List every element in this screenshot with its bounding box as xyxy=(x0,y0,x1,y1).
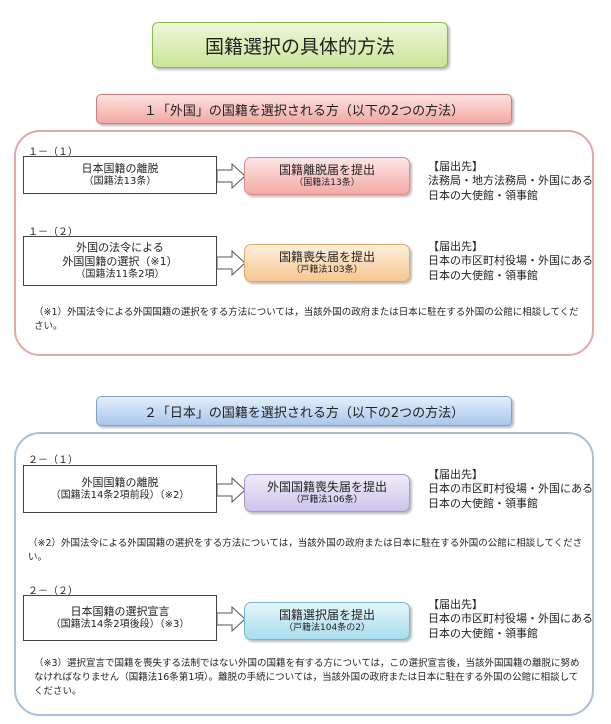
step-1-1-action-sub: （国籍法13条） xyxy=(294,177,360,188)
step-1-2-action-box: 国籍喪失届を提出 （戸籍法103条） xyxy=(244,244,410,282)
step-1-2-source-line1: 外国の法令による xyxy=(76,241,164,254)
step-2-2-destination-body: 日本の市区町村役場・外国にある日本の大使館・領事館 xyxy=(428,612,593,640)
step-2-1-destination-heading: 【届出先】 xyxy=(428,468,483,481)
step-2-1-source-main: 外国国籍の離脱 xyxy=(81,475,159,489)
step-2-2-action-box: 国籍選択届を提出 （戸籍法104条の2） xyxy=(244,602,410,640)
step-1-2-label: １－（２） xyxy=(28,227,78,238)
note-1: （※1）外国法令による外国国籍の選択をする方法については，当該外国の政府または日… xyxy=(34,307,579,332)
step-2-2-action-sub: （戸籍法104条の2） xyxy=(284,622,370,633)
section2-panel xyxy=(14,432,594,716)
step-1-2-destination: 【届出先】 日本の市区町村役場・外国にある日本の大使館・領事館 xyxy=(428,240,598,283)
note-2: （※2）外国法令による外国国籍の選択をする方法については，当該外国の政府または日… xyxy=(28,538,583,563)
step-1-2-action-main: 国籍喪失届を提出 xyxy=(278,250,375,265)
section1-heading: １「外国」の国籍を選択される方（以下の2つの方法） xyxy=(96,94,512,124)
arrow-right-icon xyxy=(216,477,246,503)
step-2-1-source-box: 外国国籍の離脱 （国籍法14条2項前段）（※2） xyxy=(23,465,217,513)
arrow-right-icon xyxy=(216,163,246,189)
step-1-2-action-sub: （戸籍法103条） xyxy=(291,264,363,275)
step-1-2-destination-heading: 【届出先】 xyxy=(428,240,483,253)
step-1-2-source-box: 外国の法令による 外国国籍の選択（※1） （国籍法11条2項） xyxy=(23,236,217,286)
step-1-1-destination-body: 法務局・地方法務局・外国にある日本の大使館・領事館 xyxy=(428,174,593,202)
page-title: 国籍選択の具体的方法 xyxy=(152,22,448,68)
step-1-1-source-sub: （国籍法13条） xyxy=(83,175,157,187)
step-2-2-action-main: 国籍選択届を提出 xyxy=(278,608,375,623)
step-2-1-destination-body: 日本の市区町村役場・外国にある日本の大使館・領事館 xyxy=(428,482,593,510)
step-2-2-source-main: 日本国籍の選択宣言 xyxy=(70,604,170,618)
step-2-2-label: ２－（２） xyxy=(28,586,78,597)
step-2-1-action-sub: （戸籍法106条） xyxy=(291,494,363,505)
step-1-1-source-main: 日本国籍の離脱 xyxy=(81,161,159,175)
step-2-1-source-sub: （国籍法14条2項前段）（※2） xyxy=(50,489,190,501)
step-1-1-label: １－（１） xyxy=(28,147,78,158)
section1-panel xyxy=(14,130,594,356)
note-3: （※3）選択宣言で国籍を喪失する法制ではない外国の国籍を有する方については，この… xyxy=(34,658,580,697)
step-2-1-label: ２－（１） xyxy=(28,455,78,466)
arrow-right-icon xyxy=(216,250,246,276)
step-2-2-destination-heading: 【届出先】 xyxy=(428,598,483,611)
step-2-2-destination: 【届出先】 日本の市区町村役場・外国にある日本の大使館・領事館 xyxy=(428,598,598,641)
step-2-1-destination: 【届出先】 日本の市区町村役場・外国にある日本の大使館・領事館 xyxy=(428,468,598,511)
step-2-2-source-box: 日本国籍の選択宣言 （国籍法14条2項後段）（※3） xyxy=(23,595,217,641)
arrow-right-icon xyxy=(216,606,246,632)
section2-heading: ２「日本」の国籍を選択される方（以下の2つの方法） xyxy=(96,396,512,426)
step-1-2-destination-body: 日本の市区町村役場・外国にある日本の大使館・領事館 xyxy=(428,254,593,282)
step-2-1-action-main: 外国国籍喪失届を提出 xyxy=(266,480,387,495)
step-1-1-source-box: 日本国籍の離脱 （国籍法13条） xyxy=(23,156,217,194)
step-2-2-source-sub: （国籍法14条2項後段）（※3） xyxy=(50,618,190,630)
step-1-2-source-line2: 外国国籍の選択（※1） xyxy=(62,254,178,268)
step-2-1-action-box: 外国国籍喪失届を提出 （戸籍法106条） xyxy=(244,474,410,512)
step-1-1-action-box: 国籍離脱届を提出 （国籍法13条） xyxy=(244,157,410,195)
step-1-2-source-sub: （国籍法11条2項） xyxy=(75,268,165,280)
step-1-1-action-main: 国籍離脱届を提出 xyxy=(278,163,375,178)
step-1-1-destination: 【届出先】 法務局・地方法務局・外国にある日本の大使館・領事館 xyxy=(428,160,598,203)
step-1-1-destination-heading: 【届出先】 xyxy=(428,160,483,173)
